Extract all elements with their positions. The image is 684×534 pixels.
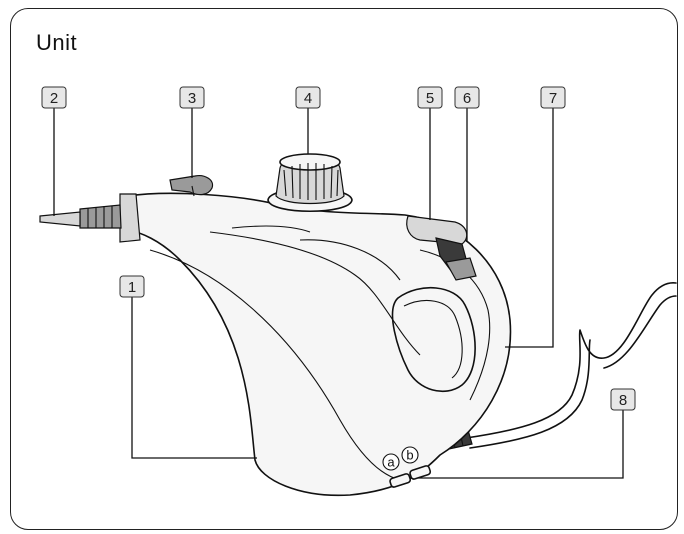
- nozzle-body: [119, 193, 141, 243]
- callout-label-7: 7: [549, 90, 557, 107]
- callout-label-2: 2: [50, 90, 58, 107]
- indicator-label-a: a: [387, 455, 395, 470]
- body-contour: [149, 249, 401, 481]
- callout-5: 5: [417, 86, 443, 109]
- power-cord: [465, 282, 677, 439]
- callout-3: 3: [179, 86, 205, 109]
- diagram-title: Unit: [36, 30, 78, 55]
- callout-label-4: 4: [304, 90, 312, 107]
- handle-opening: [391, 286, 476, 393]
- callout-1: 1: [119, 275, 145, 298]
- callout-2: 2: [41, 86, 67, 109]
- leader-line-7: [505, 108, 554, 348]
- callout-label-6: 6: [463, 90, 471, 107]
- indicator-label-b: b: [406, 448, 413, 463]
- indicator-marker-a: [382, 453, 400, 471]
- callout-label-8: 8: [619, 392, 627, 409]
- leader-line-8: [418, 410, 624, 479]
- indicator-light-a: [389, 473, 412, 488]
- callout-8: 8: [610, 388, 636, 411]
- callout-7: 7: [540, 86, 566, 109]
- callout-label-5: 5: [426, 90, 434, 107]
- indicator-marker-b: [401, 446, 419, 464]
- nozzle-connector: [79, 204, 122, 229]
- power-cord-inner: [469, 295, 677, 449]
- safety-lock: [169, 175, 214, 196]
- nozzle-tip: [39, 211, 81, 227]
- callout-6: 6: [454, 86, 480, 109]
- callout-label-1: 1: [128, 279, 136, 296]
- callout-label-3: 3: [188, 90, 196, 107]
- leader-line-1: [131, 297, 257, 459]
- indicator-light-b: [409, 465, 432, 480]
- callout-4: 4: [295, 86, 321, 109]
